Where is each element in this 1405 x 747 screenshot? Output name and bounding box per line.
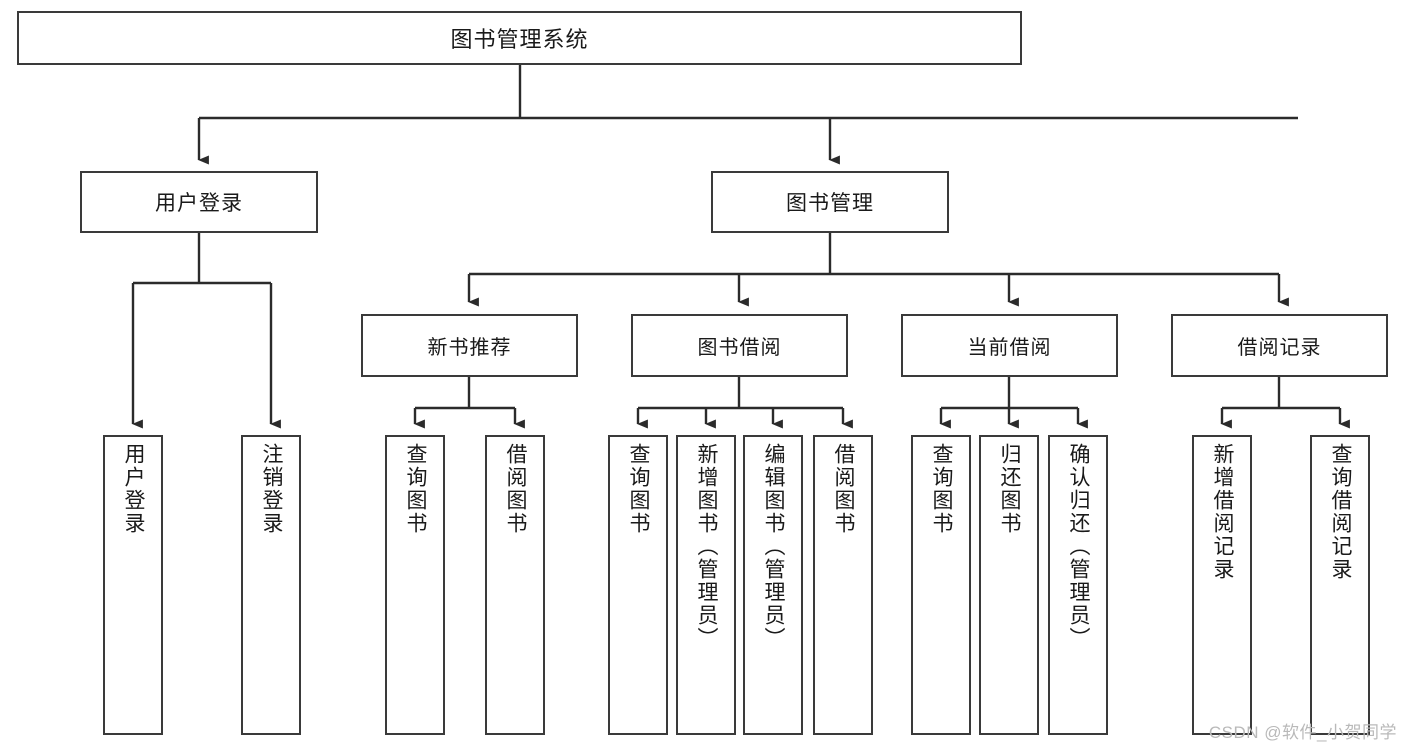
- node-borrow-record-label: 借阅记录: [1237, 337, 1322, 359]
- node-user-login-label: 用户登录: [155, 192, 243, 215]
- leaf-query-book-borrow-label: 查询图书: [627, 443, 651, 535]
- node-current-borrow[interactable]: 当前借阅: [901, 314, 1118, 377]
- leaf-borrow-book-recommend[interactable]: 借阅图书: [485, 435, 545, 735]
- node-current-borrow-label: 当前借阅: [967, 337, 1052, 359]
- leaf-borrow-book-label: 借阅图书: [832, 443, 856, 535]
- leaf-query-book-current-label: 查询图书: [930, 443, 954, 535]
- leaf-query-borrow-record-label: 查询借阅记录: [1329, 443, 1353, 581]
- leaf-add-book[interactable]: 新增图书（管理员）: [676, 435, 736, 735]
- node-book-manage-label: 图书管理: [786, 192, 874, 215]
- leaf-edit-book[interactable]: 编辑图书（管理员）: [743, 435, 803, 735]
- node-new-book-recommend-label: 新书推荐: [427, 337, 512, 359]
- leaf-user-login-label: 用户登录: [122, 443, 146, 535]
- node-root[interactable]: 图书管理系统: [17, 11, 1022, 65]
- leaf-edit-book-label: 编辑图书（管理员）: [762, 443, 786, 650]
- node-borrow-record[interactable]: 借阅记录: [1171, 314, 1388, 377]
- node-book-borrow-label: 图书借阅: [697, 337, 782, 359]
- csdn-watermark: CSDN @软件_小贺同学: [1208, 723, 1397, 742]
- leaf-return-book-label: 归还图书: [998, 443, 1022, 535]
- leaf-confirm-return-label: 确认归还（管理员）: [1067, 443, 1091, 650]
- node-user-login[interactable]: 用户登录: [80, 171, 318, 233]
- leaf-borrow-book[interactable]: 借阅图书: [813, 435, 873, 735]
- leaf-add-borrow-record-label: 新增借阅记录: [1211, 443, 1235, 581]
- leaf-add-book-label: 新增图书（管理员）: [695, 443, 719, 650]
- leaf-query-borrow-record[interactable]: 查询借阅记录: [1310, 435, 1370, 735]
- node-book-manage[interactable]: 图书管理: [711, 171, 949, 233]
- leaf-query-book-current[interactable]: 查询图书: [911, 435, 971, 735]
- leaf-logout-login[interactable]: 注销登录: [241, 435, 301, 735]
- leaf-user-login[interactable]: 用户登录: [103, 435, 163, 735]
- leaf-logout-login-label: 注销登录: [260, 443, 284, 535]
- leaf-confirm-return[interactable]: 确认归还（管理员）: [1048, 435, 1108, 735]
- leaf-query-book-borrow[interactable]: 查询图书: [608, 435, 668, 735]
- leaf-add-borrow-record[interactable]: 新增借阅记录: [1192, 435, 1252, 735]
- node-book-borrow[interactable]: 图书借阅: [631, 314, 848, 377]
- leaf-return-book[interactable]: 归还图书: [979, 435, 1039, 735]
- leaf-query-book-recommend[interactable]: 查询图书: [385, 435, 445, 735]
- leaf-query-book-recommend-label: 查询图书: [404, 443, 428, 535]
- node-root-label: 图书管理系统: [450, 27, 589, 52]
- node-new-book-recommend[interactable]: 新书推荐: [361, 314, 578, 377]
- leaf-borrow-book-recommend-label: 借阅图书: [504, 443, 528, 535]
